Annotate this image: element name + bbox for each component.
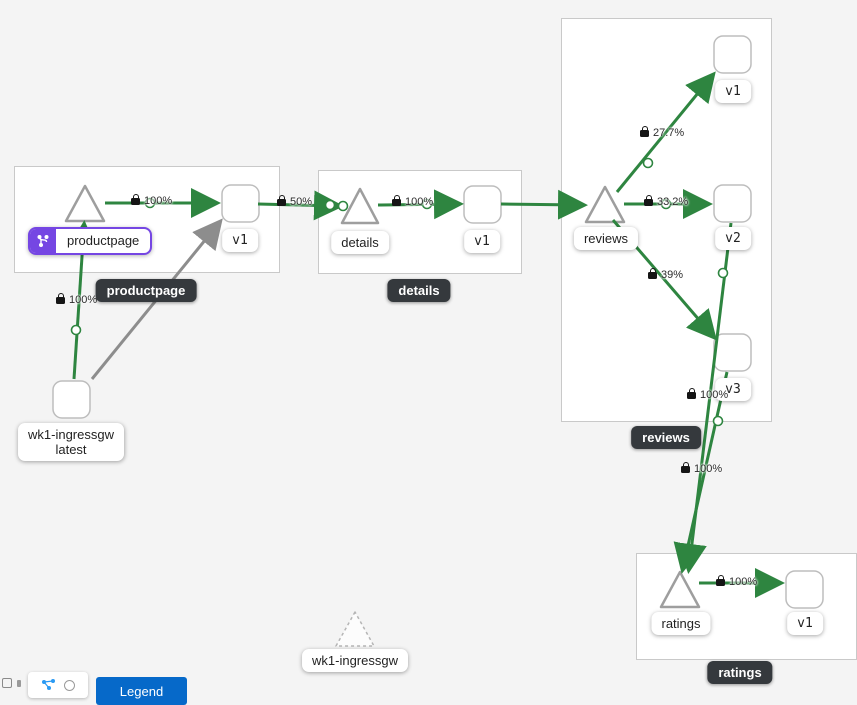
ingressgw-version: latest: [55, 442, 87, 457]
toolbar-mini-controls[interactable]: [2, 678, 21, 688]
lock-icon: [648, 267, 657, 279]
workload-node-ratings-v1[interactable]: [785, 570, 824, 609]
node-label-reviews-v2[interactable]: v2: [715, 227, 751, 250]
edge-label-reviews-v2[interactable]: 33.2%: [644, 194, 689, 208]
edge-label-reviews-v3[interactable]: 39%: [648, 267, 684, 281]
node-label-productpage[interactable]: productpage: [28, 227, 153, 255]
group-badge-details[interactable]: details: [387, 279, 451, 302]
workload-node-details-v1[interactable]: [463, 185, 502, 224]
node-label-productpage-v1[interactable]: v1: [222, 229, 258, 252]
workload-node-reviews-v2[interactable]: [713, 184, 752, 223]
group-badge-ratings[interactable]: ratings: [707, 661, 773, 684]
node-label-reviews-v3[interactable]: v3: [715, 378, 751, 401]
group-badge-reviews[interactable]: reviews: [631, 426, 701, 449]
lock-icon: [56, 292, 65, 304]
edge-details-to-v1[interactable]: [377, 189, 464, 220]
lock-icon: [681, 461, 690, 473]
small-control-icon: [2, 678, 12, 688]
lock-icon: [131, 193, 140, 205]
service-node-reviews[interactable]: [584, 185, 626, 224]
circle-icon: [64, 679, 75, 691]
edge-label-reviews-v1[interactable]: 27.7%: [640, 125, 685, 139]
service-node-details[interactable]: [340, 187, 380, 225]
node-label-reviews[interactable]: reviews: [573, 227, 639, 250]
edge-reviewsv3-to-ratings[interactable]: [673, 371, 729, 574]
lock-icon: [644, 194, 653, 206]
node-label-details[interactable]: details: [331, 231, 389, 254]
edge-label-reviewsv2-ratings[interactable]: 100%: [681, 461, 723, 475]
lock-icon: [392, 194, 401, 206]
edge-detailsv1-to-reviews[interactable]: [500, 189, 588, 220]
graph-icon: [42, 679, 55, 690]
workload-node-reviews-v3[interactable]: [713, 333, 752, 372]
ingressgw-name: wk1-ingressgw: [28, 427, 114, 442]
edge-label-productpage-v1[interactable]: 100%: [131, 193, 173, 207]
edge-pct: 100%: [700, 389, 729, 401]
lock-icon: [716, 574, 725, 586]
edge-label-ppv1-details[interactable]: 50%: [277, 194, 313, 208]
node-label-reviews-v1[interactable]: v1: [715, 80, 751, 103]
small-control-icon: [17, 679, 21, 687]
workload-node-ingressgw[interactable]: [52, 380, 91, 419]
lock-icon: [277, 194, 286, 206]
group-badge-productpage[interactable]: productpage: [95, 279, 197, 302]
node-label-ratings-v1[interactable]: v1: [787, 612, 823, 635]
service-node-productpage[interactable]: [64, 184, 106, 223]
lock-icon: [640, 125, 649, 137]
legend-button[interactable]: Legend: [96, 677, 187, 705]
graph-type-card[interactable]: [28, 672, 88, 698]
node-label-idle-ingressgw[interactable]: wk1-ingressgw: [302, 649, 408, 672]
traffic-point-markers: [70, 157, 729, 427]
edge-pct: 100%: [144, 195, 173, 207]
edge-pct: 100%: [729, 576, 758, 588]
edge-pct: 33.2%: [657, 196, 689, 208]
node-label-ratings[interactable]: ratings: [651, 612, 711, 635]
edge-label-ratings-v1[interactable]: 100%: [716, 574, 758, 588]
workload-node-reviews-v1[interactable]: [713, 35, 752, 74]
edge-pct: 100%: [69, 294, 98, 306]
node-label-details-v1[interactable]: v1: [464, 230, 500, 253]
service-node-ratings[interactable]: [659, 570, 701, 609]
virtual-service-icon: [30, 229, 56, 253]
edge-reviews-to-v1[interactable]: [615, 71, 716, 193]
edge-pct: 100%: [694, 463, 723, 475]
node-label-text: productpage: [67, 233, 140, 248]
edge-label-reviewsv3-ratings[interactable]: 100%: [687, 387, 729, 401]
edge-pct: 50%: [290, 196, 313, 208]
idle-service-node-ingressgw[interactable]: [335, 611, 375, 647]
workload-node-productpage-v1[interactable]: [221, 184, 260, 223]
edge-pct: 39%: [661, 269, 684, 281]
node-label-ingressgw[interactable]: wk1-ingressgw latest: [18, 423, 124, 461]
edge-pct: 100%: [405, 196, 434, 208]
lock-icon: [687, 387, 696, 399]
edge-pct: 27.7%: [653, 127, 685, 139]
edge-ppv1-to-details[interactable]: [257, 190, 344, 221]
edge-label-ingress-productpage[interactable]: 100%: [56, 292, 98, 306]
edge-label-details-v1[interactable]: 100%: [392, 194, 434, 208]
